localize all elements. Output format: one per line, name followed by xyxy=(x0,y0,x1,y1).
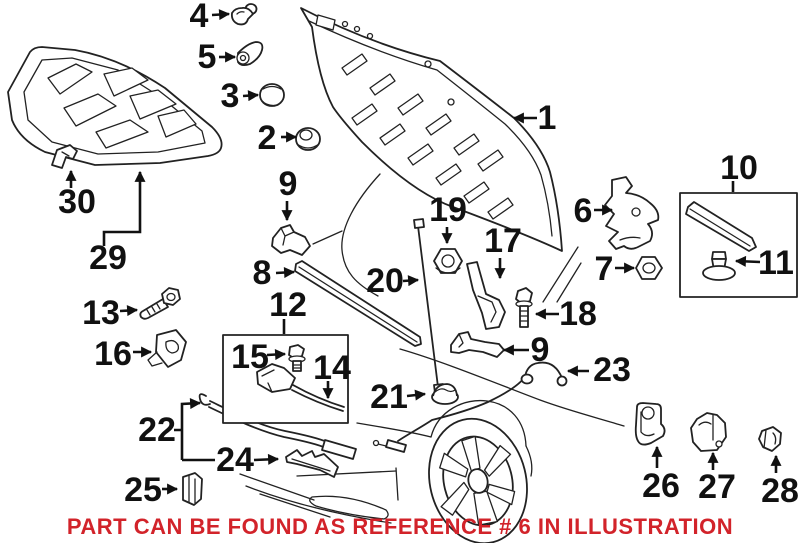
callout-27: 27 xyxy=(698,468,736,506)
bolt-18-drawing xyxy=(515,287,533,328)
latch-14-drawing xyxy=(256,363,345,412)
insulation-pad-drawing xyxy=(7,46,223,166)
seal-strip-10-drawing xyxy=(685,201,757,252)
callout-6: 6 xyxy=(573,192,593,230)
callout-2: 2 xyxy=(257,119,277,157)
callout-18: 18 xyxy=(559,295,597,333)
stay-bracket-9b-drawing xyxy=(450,331,505,358)
callout-11: 11 xyxy=(758,244,794,282)
sill-strip-24-drawing xyxy=(285,449,339,478)
callout-26: 26 xyxy=(642,467,680,505)
pad-clip-drawing xyxy=(51,144,78,169)
hood-hinge-drawing xyxy=(604,176,660,250)
bracket-27-drawing xyxy=(690,412,727,452)
callout-19: 19 xyxy=(429,191,467,229)
callout-4: 4 xyxy=(189,0,209,35)
release-cable-rear-drawing xyxy=(372,361,568,453)
callout-24: 24 xyxy=(216,441,254,479)
latch-box-12 xyxy=(222,334,349,424)
wheel-drawing xyxy=(428,417,528,543)
callout-22: 22 xyxy=(138,411,176,449)
callout-20: 20 xyxy=(366,262,404,300)
nut-19-drawing xyxy=(433,248,463,274)
callout-23: 23 xyxy=(593,351,631,389)
prop-rod-drawing xyxy=(413,218,445,394)
car-body-sketch xyxy=(239,173,625,524)
callout-17: 17 xyxy=(484,222,522,260)
callout-25: 25 xyxy=(124,471,162,509)
callout-1: 1 xyxy=(537,99,557,137)
nut-7-drawing xyxy=(635,256,663,280)
callout-16: 16 xyxy=(94,335,132,373)
callout-30: 30 xyxy=(58,183,96,221)
bolt-13-drawing xyxy=(139,287,181,320)
rivet-11-drawing xyxy=(702,251,736,281)
callout-21: 21 xyxy=(370,378,408,416)
bracket-17-drawing xyxy=(466,261,506,330)
callout-8: 8 xyxy=(252,254,272,292)
bracket-26-drawing xyxy=(634,402,666,446)
spacer-5-drawing xyxy=(236,41,264,67)
callout-15: 15 xyxy=(231,338,269,376)
reference-note: PART CAN BE FOUND AS REFERENCE # 6 IN IL… xyxy=(66,514,734,539)
callout-12: 12 xyxy=(269,286,307,324)
callout-14: 14 xyxy=(313,349,351,387)
hood-drawing xyxy=(300,7,563,252)
callout-10: 10 xyxy=(720,149,758,187)
gusset-16-drawing xyxy=(147,329,187,368)
callout-arrows xyxy=(65,9,782,495)
callout-29: 29 xyxy=(89,239,127,277)
plug-3-drawing xyxy=(259,83,285,107)
grommet-2-drawing xyxy=(295,127,321,151)
callout-3: 3 xyxy=(220,77,240,115)
grommet-21-drawing xyxy=(431,383,459,405)
hood-rib-cutouts xyxy=(341,53,514,220)
callout-9a: 9 xyxy=(278,165,298,203)
callout-9b: 9 xyxy=(530,331,550,369)
bolt-15-drawing xyxy=(288,344,306,372)
stay-bracket-9a-drawing xyxy=(271,224,311,256)
callout-28: 28 xyxy=(761,472,799,510)
callout-13: 13 xyxy=(82,294,120,332)
rivet-4-drawing xyxy=(230,3,258,26)
clip-25-drawing xyxy=(182,472,203,506)
callout-7: 7 xyxy=(594,250,614,288)
seal-box-10 xyxy=(679,192,798,298)
callout-5: 5 xyxy=(197,38,217,76)
clip-28-drawing xyxy=(758,426,782,452)
